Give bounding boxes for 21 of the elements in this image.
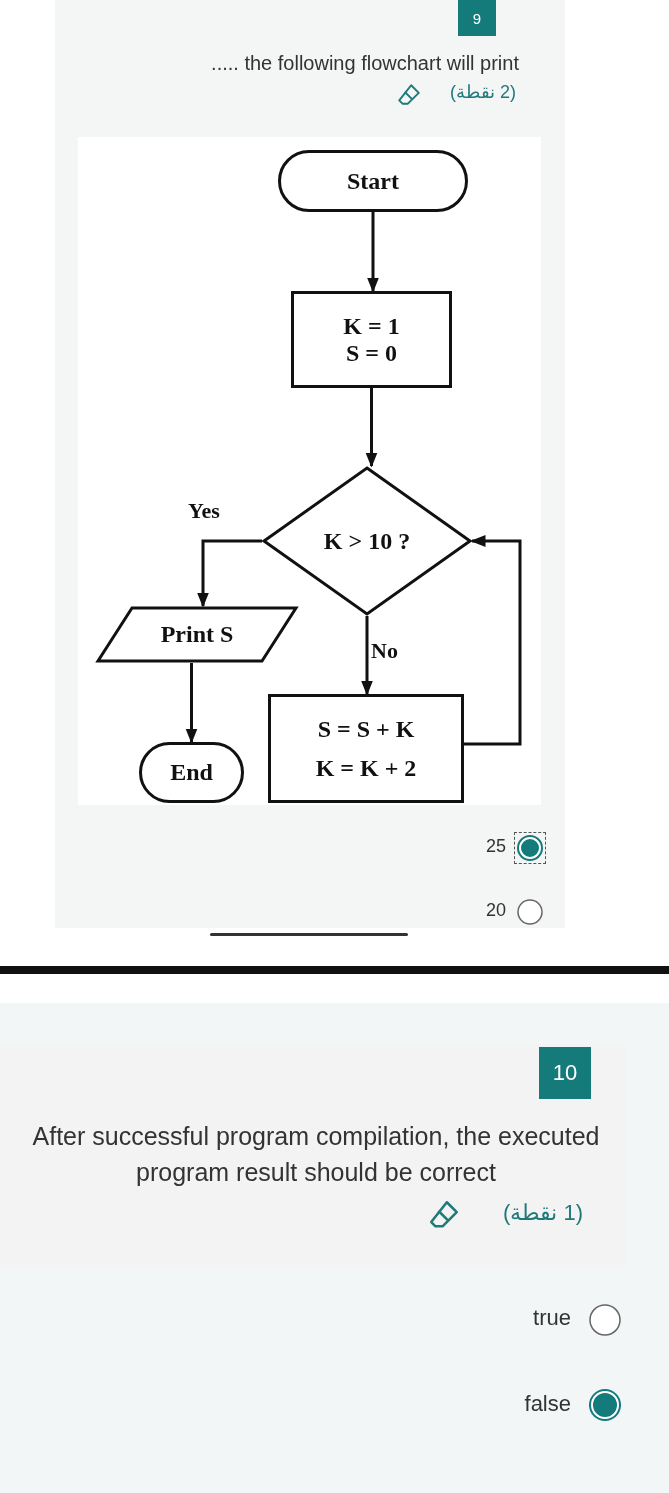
node-text: K = 1 S = 0	[342, 312, 401, 367]
question-number: 10	[539, 1047, 591, 1099]
node-text: K > 10 ?	[322, 527, 412, 555]
process-box	[291, 291, 452, 388]
points-text: (1 نقطة)	[502, 1200, 583, 1226]
option-text: 25	[485, 836, 506, 857]
question-text: After successful program compilation, the executed program result should be correct	[31, 1121, 601, 1188]
node-text: Print S	[160, 621, 234, 648]
node-text: Start	[347, 167, 399, 195]
node-text: S = S + K K = K + 2	[314, 715, 418, 783]
input-output-parallelogram	[96, 606, 298, 663]
option-text: 20	[485, 900, 506, 921]
node-text: End	[170, 759, 213, 786]
option-text: false	[524, 1391, 571, 1417]
points-text: (2 نقطة)	[450, 81, 516, 103]
terminal-shape	[139, 742, 244, 803]
process-box	[268, 694, 464, 803]
question-number: 9	[458, 0, 496, 36]
question-text: ..... the following flowchart will print	[211, 52, 519, 75]
decision-diamond	[262, 466, 472, 616]
option-text: true	[533, 1305, 571, 1331]
